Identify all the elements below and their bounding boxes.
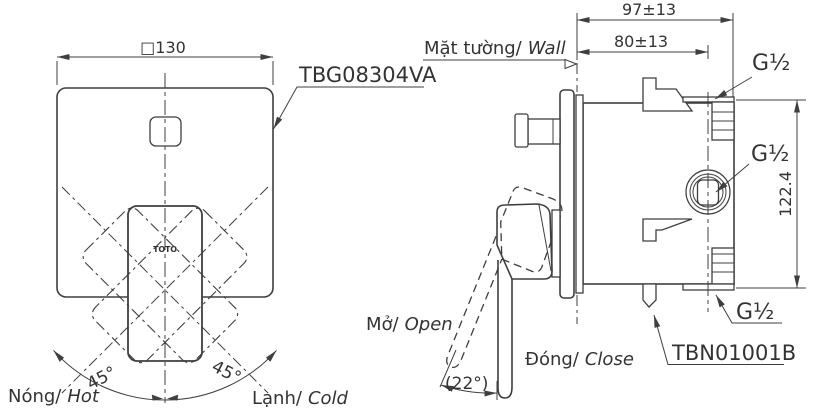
open-label-en: Open — [405, 314, 453, 335]
valve-code-leader — [653, 314, 784, 365]
faceplate-back-strip — [575, 94, 584, 294]
wall-label-en: Wall — [528, 38, 566, 59]
open-label: Mở/Open — [366, 314, 453, 335]
wall-label: Mặt tường/Wall — [424, 38, 566, 59]
swing-right-angle-label: 45° — [208, 357, 244, 389]
lever-head — [496, 203, 553, 280]
lever-arm — [497, 260, 513, 399]
cold-label-vi: Lạnh/ — [252, 388, 303, 409]
outlet-bottom-nipple — [711, 247, 735, 285]
side-view: 97±13 80±13 Mặt tường/Wall — [366, 0, 806, 400]
arc-center-arrow-right — [167, 394, 179, 401]
mounting-bracket-mid — [642, 218, 693, 242]
close-label-vi: Đóng/ — [525, 349, 580, 370]
product-code-label: TBG08304VA — [298, 63, 437, 87]
cold-label: Lạnh/Cold — [252, 388, 349, 409]
thread-bottom-leader — [715, 294, 782, 324]
toto-logo: TOTO — [153, 245, 177, 254]
bottom-tab — [642, 283, 657, 308]
dimension-plate-width — [56, 54, 274, 85]
front-view: □130 TOTO 45° 45° Nóng/Hot Lạnh/Cold — [8, 38, 437, 409]
valve-body — [582, 77, 735, 312]
plate-width-dim-label: □130 — [140, 38, 186, 57]
hot-label-en: Hot — [67, 386, 100, 407]
thread-bottom-label: G½ — [736, 300, 774, 325]
arc-center-arrow-left — [151, 394, 163, 401]
hot-label-vi: Nóng/ — [8, 386, 62, 407]
thread-top-leader — [714, 76, 753, 100]
wall-arrow — [564, 58, 578, 70]
dimension-port-height — [736, 99, 806, 289]
hot-label: Nóng/Hot — [8, 386, 100, 407]
thread-side-leader — [715, 163, 750, 193]
diverter-button-profile — [514, 113, 561, 148]
mounting-bracket-top — [642, 77, 694, 112]
open-angle-dimension — [439, 349, 498, 400]
depth-total-label: 97±13 — [622, 0, 676, 19]
open-label-vi: Mở/ — [366, 314, 400, 335]
faceplate-profile — [559, 89, 575, 299]
lever-hub — [551, 209, 561, 278]
close-label-en: Close — [585, 349, 634, 370]
depth-to-center-label: 80±13 — [614, 32, 668, 51]
port-height-label: 122.4 — [776, 171, 795, 217]
cold-label-en: Cold — [308, 388, 349, 409]
close-label: Đóng/Close — [525, 349, 634, 370]
swing-arc — [53, 350, 277, 401]
open-angle-label: (22°) — [445, 374, 488, 394]
dimension-depth-to-center — [577, 45, 709, 59]
lever-closed-position — [496, 203, 561, 399]
wall-label-vi: Mặt tường/ — [424, 38, 523, 59]
valve-code-label: TBN01001B — [671, 341, 796, 365]
product-code-leader — [273, 86, 424, 130]
lever-open-position — [446, 186, 563, 369]
thread-side-label: G½ — [751, 142, 789, 167]
thread-top-label: G½ — [752, 51, 790, 76]
